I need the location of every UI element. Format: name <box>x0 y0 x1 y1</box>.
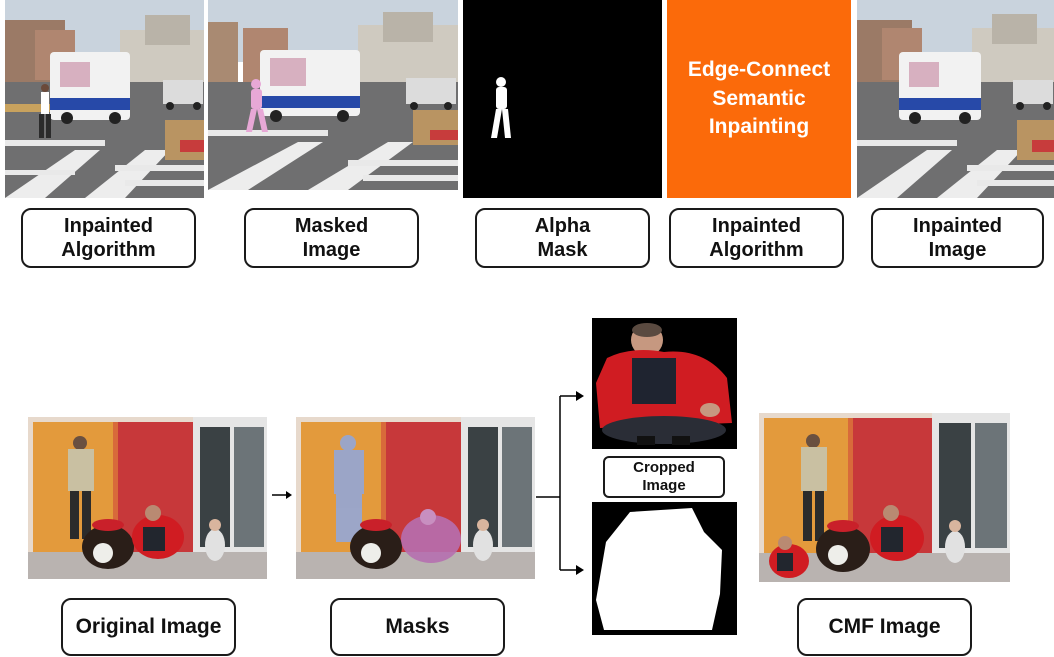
edge-connect-inpainting-block: Edge-Connect Semantic Inpainting <box>667 0 851 198</box>
masks-storefront-image <box>296 417 535 579</box>
label-inpainted-algorithm-1: Inpainted Algorithm <box>21 208 196 268</box>
label-inpainted-image: Inpainted Image <box>871 208 1044 268</box>
label-original-image: Original Image <box>61 598 236 656</box>
inpainting-block-text: Edge-Connect Semantic Inpainting <box>687 58 831 139</box>
street-masked-image <box>208 0 458 190</box>
street-original-image <box>5 0 204 198</box>
cropped-person-image <box>592 318 737 449</box>
original-storefront-image <box>28 417 267 579</box>
label-cmf-image: CMF Image <box>797 598 972 656</box>
alpha-mask-image <box>463 0 662 198</box>
pasted-person-patch <box>769 536 809 578</box>
label-cropped-image: Cropped Image <box>603 456 725 498</box>
binary-mask-image <box>592 502 737 635</box>
label-alpha-mask: Alpha Mask <box>475 208 650 268</box>
label-masked-image: Masked Image <box>244 208 419 268</box>
label-masks: Masks <box>330 598 505 656</box>
street-inpainted-image <box>857 0 1054 198</box>
branch-arrow-icon <box>536 388 586 578</box>
person-mask-overlay <box>334 435 364 542</box>
label-inpainted-algorithm-2: Inpainted Algorithm <box>669 208 844 268</box>
arrow-right-icon <box>270 488 294 502</box>
pedestrian-mask-overlay <box>246 79 268 132</box>
cmf-storefront-image <box>759 413 1010 582</box>
